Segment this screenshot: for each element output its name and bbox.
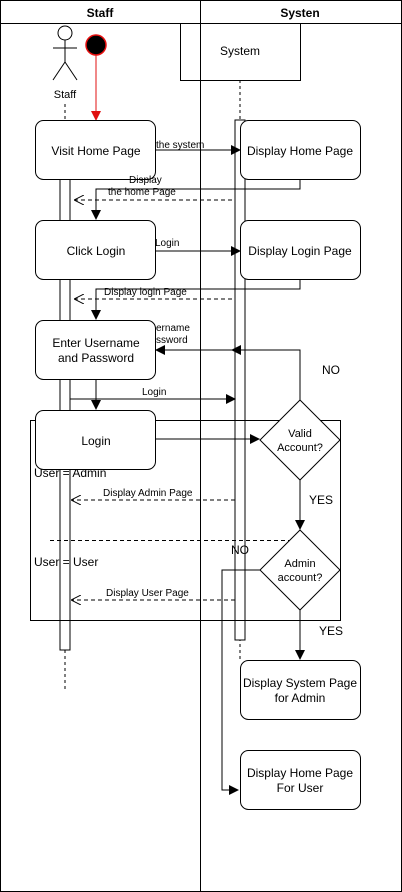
svg-text:Display Admin Page: Display Admin Page <box>103 488 193 499</box>
message-display-user-return: Display User Page <box>72 588 235 600</box>
svg-text:Display: Display <box>129 175 162 186</box>
system-activation-bar <box>234 119 246 641</box>
display-login-page-label: Display Login Page <box>248 244 352 258</box>
svg-text:the home Page: the home Page <box>108 187 176 198</box>
valid-account-label-1: Valid <box>288 428 312 440</box>
enter-credentials-label-2: and Password <box>58 351 134 365</box>
message-login-to-system: Login <box>70 380 236 410</box>
display-home-page-user-label-2: For User <box>277 781 324 795</box>
svg-text:YES: YES <box>319 624 343 638</box>
svg-text:ssword: ssword <box>156 335 188 346</box>
svg-text:the system: the system <box>156 140 204 151</box>
alt-fragment <box>30 420 341 621</box>
message-display-admin-return: Display Admin Page <box>72 488 235 500</box>
admin-yes-flow: YES <box>295 610 343 660</box>
admin-account-decision <box>259 529 341 611</box>
display-home-page-label: Display Home Page <box>247 144 353 158</box>
click-login-label: Click Login <box>67 244 126 258</box>
guard-user-user: User = User <box>34 555 98 569</box>
svg-text:Login: Login <box>142 387 166 398</box>
message-display-home-return: Display the home Page <box>75 175 301 220</box>
valid-yes-flow: YES <box>295 480 333 530</box>
admin-account-label-2: account? <box>278 572 323 584</box>
admin-no-flow: NO <box>221 543 260 795</box>
message-login: Login <box>155 238 241 256</box>
admin-account-label-1: Admin <box>284 558 315 570</box>
start-node <box>85 34 107 56</box>
staff-actor-icon <box>52 25 78 81</box>
staff-actor-label: Staff <box>54 89 77 101</box>
display-system-page-box <box>240 660 361 720</box>
svg-text:Login: Login <box>155 238 179 249</box>
display-system-page-label-2: for Admin <box>275 691 326 705</box>
enter-credentials-box <box>35 320 156 380</box>
display-system-page-label-1: Display System Page <box>243 676 357 690</box>
svg-text:NO: NO <box>322 363 340 377</box>
valid-account-label-2: Account? <box>277 442 323 454</box>
message-username-password: ername ssword <box>155 323 241 355</box>
login-box-label: Login <box>81 434 110 448</box>
svg-text:Display User Page: Display User Page <box>106 588 189 599</box>
svg-text:Display login Page: Display login Page <box>104 287 187 298</box>
visit-home-page-label: Visit Home Page <box>51 144 140 158</box>
invalid-loop-back: NO <box>232 349 340 400</box>
message-display-login-return: Display login Page <box>75 280 301 320</box>
svg-text:YES: YES <box>309 493 333 507</box>
svg-text:ername: ername <box>156 323 190 334</box>
login-box <box>35 410 156 470</box>
display-home-page-user-box <box>240 750 361 810</box>
valid-account-decision <box>259 399 341 481</box>
enter-credentials-label-1: Enter Username <box>52 336 140 350</box>
message-the-system: the system <box>155 140 241 155</box>
lane-header-system: Systen <box>280 6 319 20</box>
system-box-label: System <box>220 44 260 58</box>
display-home-page-user-label-1: Display Home Page <box>247 766 353 780</box>
lane-header-staff: Staff <box>87 6 115 20</box>
svg-text:NO: NO <box>231 543 249 557</box>
click-login-box <box>35 220 156 280</box>
